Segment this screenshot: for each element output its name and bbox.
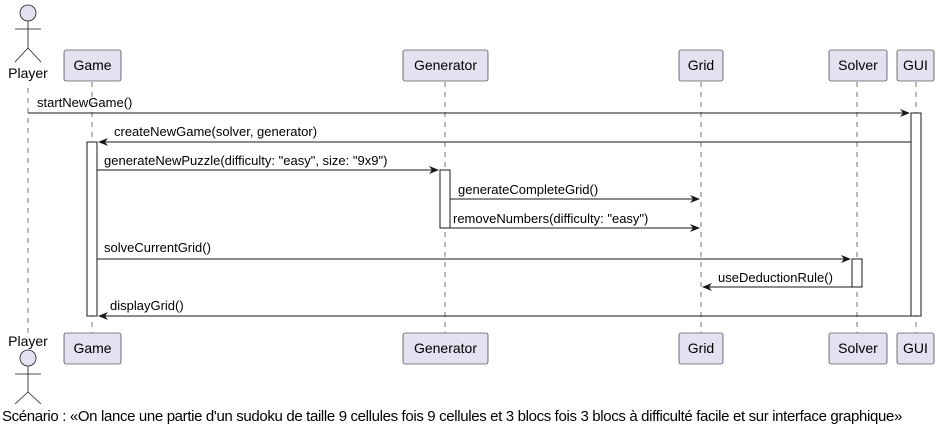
message-label: useDeductionRule() [718, 270, 833, 285]
message-use-deduction-rule: useDeductionRule() [702, 270, 852, 291]
message-label: solveCurrentGrid() [104, 240, 211, 255]
participant-generator-top: Generator [402, 49, 489, 82]
scenario-caption: Scénario : «On lance une partie d'un sud… [2, 408, 902, 425]
message-solve-current-grid: solveCurrentGrid() [97, 240, 851, 263]
participant-label-game-bottom: Game [73, 340, 111, 356]
participant-label-grid-bottom: Grid [688, 340, 714, 356]
participant-game-top: Game [63, 49, 122, 82]
participant-label-gui-top: GUI [903, 57, 928, 73]
actor-head-icon [19, 4, 37, 22]
participant-gui-top: GUI [896, 49, 935, 82]
participant-label-solver-bottom: Solver [838, 340, 878, 356]
participant-label-solver-top: Solver [838, 57, 878, 73]
participant-label-gui-bottom: GUI [903, 340, 928, 356]
message-display-grid: displayGrid() [98, 298, 911, 320]
message-label: generateNewPuzzle(difficulty: "easy", si… [104, 153, 387, 168]
actor-label-player-top: Player [8, 65, 48, 81]
participant-game-bottom: Game [63, 332, 122, 365]
message-generate-new-puzzle: generateNewPuzzle(difficulty: "easy", si… [97, 153, 439, 174]
participant-label-generator-bottom: Generator [414, 340, 477, 356]
message-start-new-game: startNewGame() [28, 95, 910, 117]
message-label: removeNumbers(difficulty: "easy") [453, 211, 648, 226]
participant-label-game-top: Game [73, 57, 111, 73]
activation-solver [851, 258, 863, 288]
actor-head-icon [19, 349, 37, 367]
message-label: generateCompleteGrid() [458, 182, 598, 197]
participant-gui-bottom: GUI [896, 332, 935, 365]
message-label: displayGrid() [110, 298, 184, 313]
actor-player-top: Player [8, 4, 48, 81]
message-remove-numbers: removeNumbers(difficulty: "easy") [445, 211, 700, 232]
actor-label-player-bottom: Player [8, 333, 48, 349]
participant-grid-top: Grid [678, 49, 724, 82]
participant-label-generator-top: Generator [414, 57, 477, 73]
sequence-diagram: Player Game Generator Grid Solver GUI st… [8, 4, 935, 405]
activation-generator [439, 169, 451, 229]
participant-label-grid-top: Grid [688, 57, 714, 73]
activation-gui [910, 112, 922, 317]
participant-grid-bottom: Grid [678, 332, 724, 365]
message-create-new-game: createNewGame(solver, generator) [98, 124, 911, 146]
message-label: startNewGame() [37, 95, 132, 110]
message-generate-complete-grid: generateCompleteGrid() [450, 182, 700, 203]
message-label: createNewGame(solver, generator) [114, 124, 317, 139]
participant-generator-bottom: Generator [402, 332, 489, 365]
activation-game [86, 141, 98, 317]
participant-solver-bottom: Solver [828, 332, 888, 365]
actor-player-bottom: Player [8, 333, 48, 405]
participant-solver-top: Solver [828, 49, 888, 82]
